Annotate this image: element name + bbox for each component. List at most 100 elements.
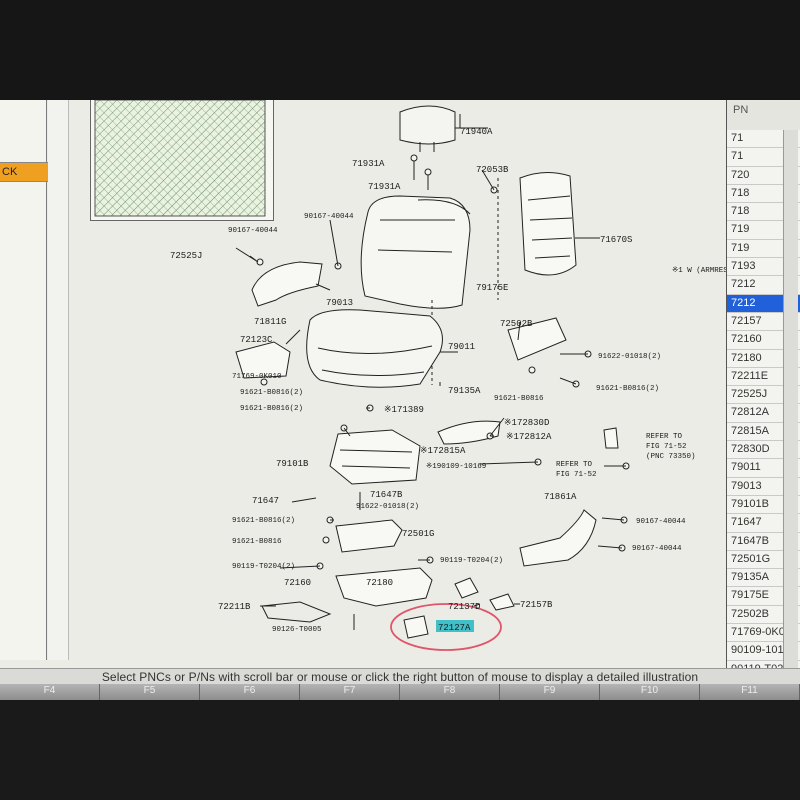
label-71670S[interactable]: 71670S xyxy=(600,235,632,245)
label-91621-B0816-2a[interactable]: 91621-B0816(2) xyxy=(596,385,659,393)
label-91621-B0816-b[interactable]: 91621-B0816 xyxy=(494,395,544,403)
label-90119-T0204-b[interactable]: 90119-T0204(2) xyxy=(232,563,295,571)
label-79013[interactable]: 79013 xyxy=(326,298,353,308)
part-list-item[interactable]: 79011 xyxy=(727,459,800,478)
label-72160[interactable]: 72160 xyxy=(284,578,311,588)
part-list-scrollbar[interactable] xyxy=(783,130,798,670)
label-91622-01018b[interactable]: 91622-01018(2) xyxy=(356,503,419,511)
label-90167-40044-d[interactable]: 90167-40044 xyxy=(632,545,682,553)
part-list-item[interactable]: 718 xyxy=(727,185,800,204)
part-list-item[interactable]: 79175E xyxy=(727,587,800,606)
seatback-cushion-shape[interactable] xyxy=(360,195,471,309)
label-72053B[interactable]: 72053B xyxy=(476,165,509,175)
label-71647[interactable]: 71647 xyxy=(252,496,279,506)
background-bottom xyxy=(0,700,800,800)
part-list-item[interactable]: 71647 xyxy=(727,514,800,533)
label-91621-B0816-a[interactable]: 91621-B0816(2) xyxy=(240,389,303,397)
label-72502B[interactable]: 72502B xyxy=(500,319,533,329)
part-list-item[interactable]: 79013 xyxy=(727,478,800,496)
label-90119-T0204-a[interactable]: 90119-T0204(2) xyxy=(440,557,503,565)
function-key-f11[interactable]: F11 xyxy=(700,684,800,700)
left-panel-tab[interactable]: CK xyxy=(0,162,48,182)
part-list-item[interactable]: 72180 xyxy=(727,350,800,368)
label-172812A[interactable]: ※172812A xyxy=(506,432,552,442)
status-bar: Select PNCs or P/Ns with scroll bar or m… xyxy=(0,668,800,685)
seatback-frame-shape[interactable] xyxy=(519,172,577,276)
label-172830D[interactable]: ※172830D xyxy=(504,418,549,428)
label-72137D[interactable]: 72137D xyxy=(448,602,480,612)
background-top xyxy=(0,0,800,100)
label-72157B[interactable]: 72157B xyxy=(520,600,553,610)
label-72123C[interactable]: 72123C xyxy=(240,335,273,345)
label-armrest-note: ※1 W (ARMREST) xyxy=(672,266,726,275)
label-90126-T0005[interactable]: 90126-T0005 xyxy=(272,626,322,634)
part-list-item[interactable]: 7193 xyxy=(727,258,800,277)
part-list-item[interactable]: 718 xyxy=(727,203,800,222)
label-72525J[interactable]: 72525J xyxy=(170,251,202,261)
label-90167-40044-b[interactable]: 90167-40044 xyxy=(228,227,278,235)
label-91621-B0816-c[interactable]: 91621-B0816(2) xyxy=(240,405,303,413)
label-71647B[interactable]: 71647B xyxy=(370,490,403,500)
label-79101B[interactable]: 79101B xyxy=(276,459,309,469)
part-list-item[interactable]: 719 xyxy=(727,240,800,259)
seat-cushion-shape[interactable] xyxy=(306,309,443,388)
part-list-item[interactable]: 719 xyxy=(727,221,800,240)
function-key-f6[interactable]: F6 xyxy=(200,684,300,700)
part-list-item[interactable]: 71 xyxy=(727,148,800,167)
label-72180[interactable]: 72180 xyxy=(366,578,393,588)
label-72127A[interactable]: 72127A xyxy=(438,623,471,633)
label-190109-10169[interactable]: ※190109-10169 xyxy=(426,462,486,471)
label-refer-fig-2: FIG 71-52 xyxy=(556,471,597,479)
label-71811G[interactable]: 71811G xyxy=(254,317,286,327)
parts-diagram[interactable]: 71940A 71931A 71931A 72053B 90167-40044 … xyxy=(0,100,726,668)
part-list-item[interactable]: 72830D xyxy=(727,441,800,460)
label-79011[interactable]: 79011 xyxy=(448,342,475,352)
label-71861A[interactable]: 71861A xyxy=(544,492,577,502)
part-list-item[interactable]: 720 xyxy=(727,167,800,185)
part-list-item[interactable]: 90109-1016 xyxy=(727,642,800,661)
part-list-item[interactable]: 72501G xyxy=(727,551,800,570)
part-list-item[interactable]: 72502B xyxy=(727,606,800,625)
part-list-item[interactable]: 72812A xyxy=(727,404,800,423)
function-key-f4[interactable]: F4 xyxy=(0,684,100,700)
label-172815A[interactable]: ※172815A xyxy=(420,446,466,456)
label-72501G[interactable]: 72501G xyxy=(402,529,434,539)
label-91622-01018[interactable]: 91622-01018(2) xyxy=(598,353,661,361)
label-refer-pnc-1: (PNC 73350) xyxy=(646,453,696,461)
label-90167-40044-a[interactable]: 90167-40044 xyxy=(304,213,354,221)
part-list-item[interactable]: 7212 xyxy=(727,294,800,313)
part-list-item[interactable]: 79135A xyxy=(727,569,800,588)
part-list-item[interactable]: 79101B xyxy=(727,496,800,515)
label-79135A[interactable]: 79135A xyxy=(448,386,481,396)
part-list-item[interactable]: 72211E xyxy=(727,368,800,387)
function-key-f7[interactable]: F7 xyxy=(300,684,400,700)
label-refer-to-1: REFER TO xyxy=(646,433,683,441)
part-list-item[interactable]: 72160 xyxy=(727,331,800,350)
function-key-f10[interactable]: F10 xyxy=(600,684,700,700)
label-79175E[interactable]: 79175E xyxy=(476,283,508,293)
label-71769-0K010[interactable]: 71769-0K010 xyxy=(232,373,282,381)
part-list-item[interactable]: 71647B xyxy=(727,533,800,551)
label-72211B[interactable]: 72211B xyxy=(218,602,251,612)
label-171389[interactable]: ※171389 xyxy=(384,405,424,415)
label-71931A[interactable]: 71931A xyxy=(352,159,385,169)
function-key-f8[interactable]: F8 xyxy=(400,684,500,700)
part-list-item[interactable]: 71769-0K0 xyxy=(727,624,800,643)
function-key-f9[interactable]: F9 xyxy=(500,684,600,700)
headrest-shape[interactable] xyxy=(399,105,456,145)
label-91621-B0816-d[interactable]: 91621-B0816(2) xyxy=(232,517,295,525)
label-71931A-2[interactable]: 71931A xyxy=(368,182,401,192)
part-list-item[interactable]: 72157 xyxy=(727,313,800,332)
part-list-item[interactable]: 72815A xyxy=(727,423,800,442)
part-list-item[interactable]: 7212 xyxy=(727,276,800,295)
illustration-thumbnail[interactable] xyxy=(90,100,274,221)
catalog-window: CK xyxy=(0,100,800,700)
label-91621-B0816-e[interactable]: 91621-B0816 xyxy=(232,538,282,546)
label-71940A[interactable]: 71940A xyxy=(460,127,493,137)
part-list-item[interactable]: 71 xyxy=(727,130,800,149)
label-90167-40044-c[interactable]: 90167-40044 xyxy=(636,518,686,526)
seat-frame-shape[interactable] xyxy=(329,429,421,485)
part-list-item[interactable]: 72525J xyxy=(727,386,800,405)
function-key-f5[interactable]: F5 xyxy=(100,684,200,700)
